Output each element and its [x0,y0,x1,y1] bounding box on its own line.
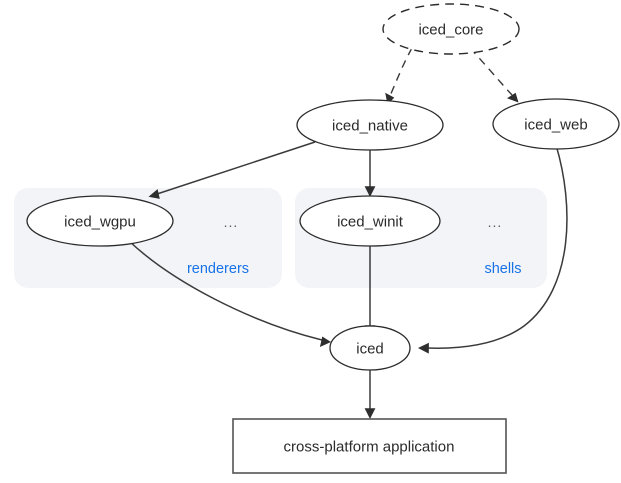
node-iced-winit[interactable] [299,195,441,247]
arrowhead-iced-core-to-iced-web [507,92,519,103]
node-iced-label: iced [356,341,384,358]
arrowhead-iced-web-to-iced [418,342,429,354]
arrowhead-iced-native-to-iced-wgpu [148,189,160,199]
node-application-label: cross-platform application [284,439,455,456]
arrowhead-iced-to-application [364,408,376,419]
edge-iced-native-to-iced-wgpu [156,141,316,195]
edge-iced-core-to-iced-web [469,47,513,96]
cluster-shells-ellipsis: ... [488,214,503,230]
node-iced-core-label: iced_core [418,22,483,39]
node-iced-wgpu-label: iced_wgpu [64,214,136,231]
node-application[interactable] [232,418,507,474]
edge-iced-wgpu-to-iced [127,239,323,341]
node-iced-winit-label: iced_winit [337,214,404,231]
node-iced-native-label: iced_native [332,118,408,135]
node-iced[interactable] [329,325,411,371]
arrowhead-iced-wgpu-to-iced [319,336,331,347]
cluster-renderers-label: renderers [187,261,249,277]
cluster-shells-label: shells [484,261,521,277]
node-iced-wgpu[interactable] [26,195,174,247]
node-iced-web-label: iced_web [524,117,587,134]
node-iced-web[interactable] [492,98,620,150]
arrowhead-iced-native-to-iced-winit [364,186,376,197]
edge-iced-web-to-iced [426,144,568,349]
edge-iced-core-to-iced-native [389,47,413,97]
node-iced-core[interactable] [382,3,520,55]
node-iced-native[interactable] [296,99,444,151]
cluster-renderers-ellipsis: ... [224,214,239,230]
